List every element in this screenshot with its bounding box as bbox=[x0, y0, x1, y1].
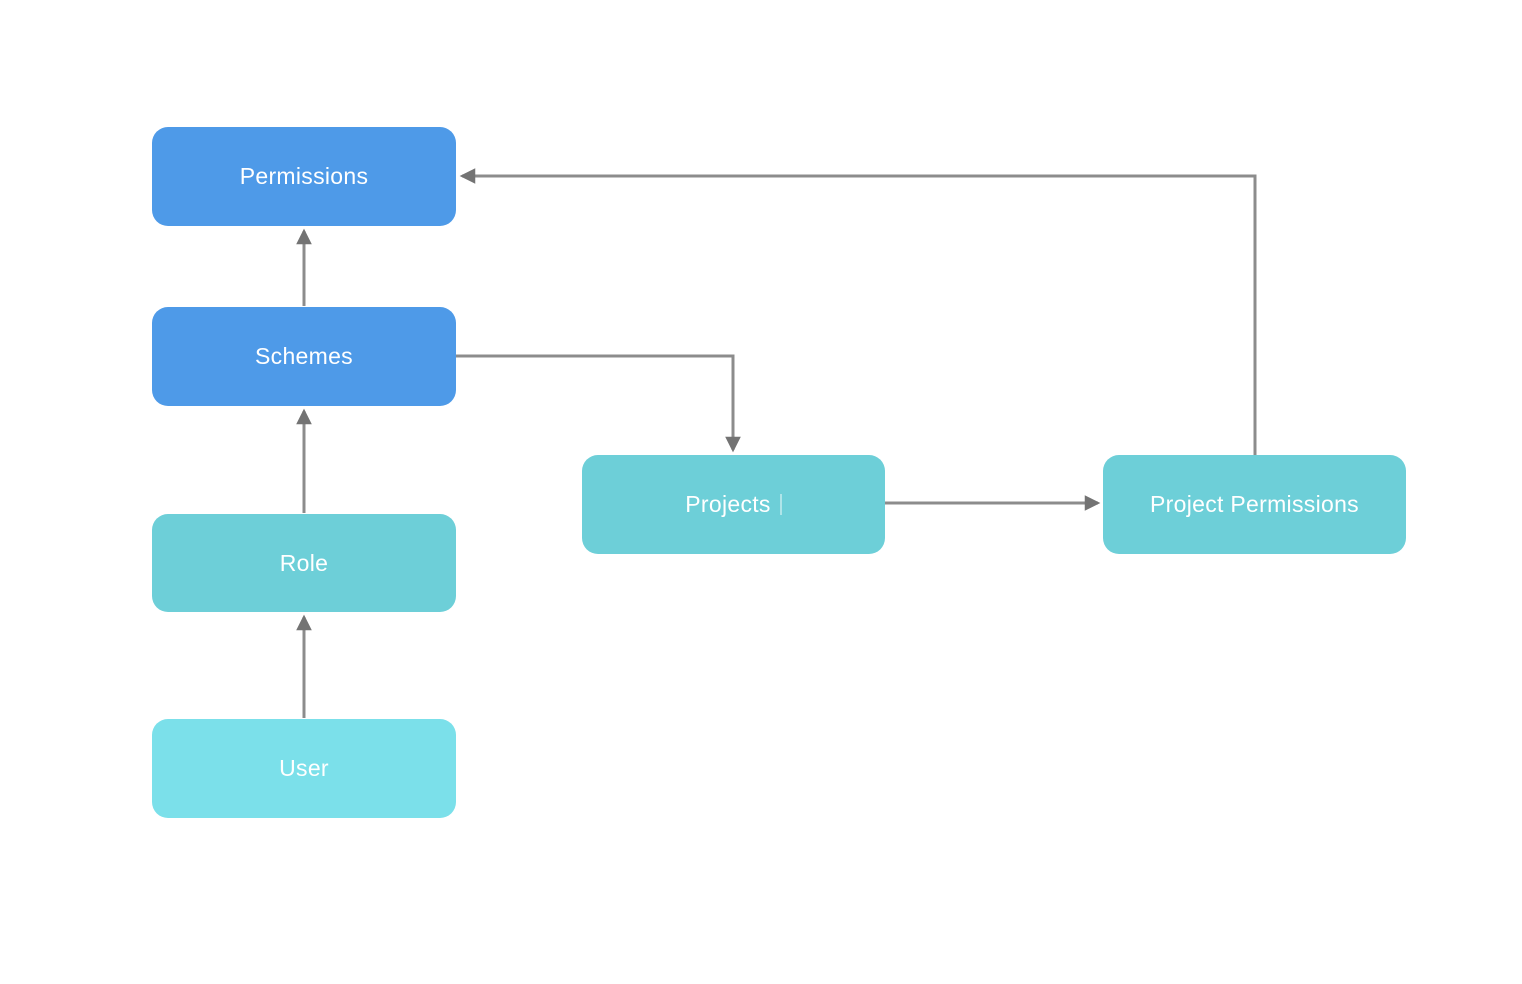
node-permissions[interactable]: Permissions bbox=[152, 127, 456, 226]
text-cursor bbox=[779, 494, 782, 515]
node-label: User bbox=[279, 755, 329, 781]
node-role[interactable]: Role bbox=[152, 514, 456, 612]
edge-project-permissions-to-permissions[interactable] bbox=[459, 168, 1257, 455]
node-label: Role bbox=[279, 549, 329, 576]
edge-schemes-to-projects[interactable] bbox=[456, 354, 741, 453]
node-label: Permissions bbox=[239, 163, 369, 189]
node-schemes[interactable]: Schemes bbox=[152, 307, 456, 406]
node-label: Project Permissions bbox=[1150, 491, 1359, 517]
node-project-permissions[interactable]: Project Permissions bbox=[1103, 455, 1406, 554]
node-label: Projects bbox=[685, 491, 771, 517]
node-projects[interactable]: Projects bbox=[582, 455, 885, 554]
node-label: Schemes bbox=[255, 343, 353, 369]
node-user[interactable]: User bbox=[152, 719, 456, 818]
